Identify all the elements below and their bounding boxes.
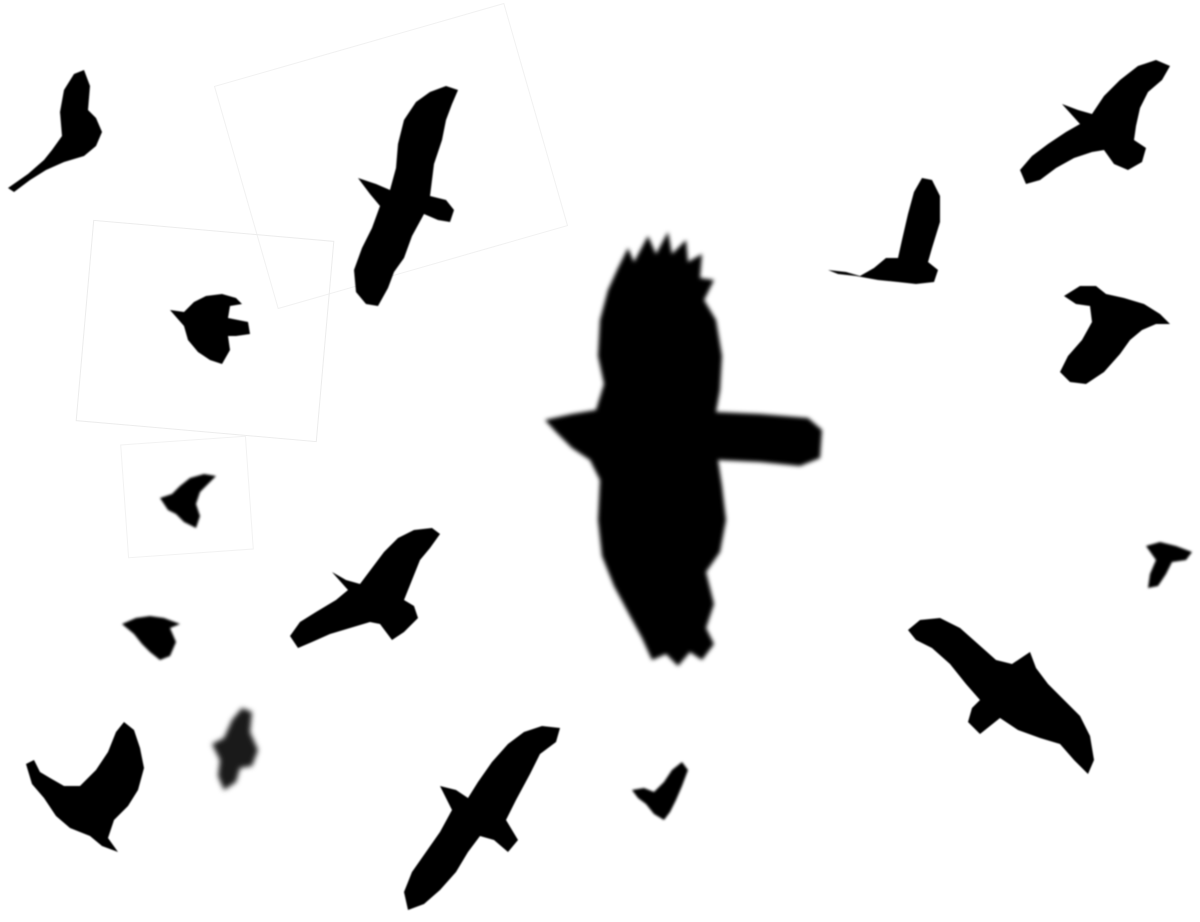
bird-right-small: [1146, 542, 1192, 588]
bird-in-frame: [170, 294, 250, 364]
bird-mid-left: [290, 528, 440, 648]
bird-bottom-center: [404, 726, 560, 910]
bird-bottom-mini: [632, 762, 688, 820]
bird-top-tall: [354, 86, 458, 306]
bird-right-rising: [828, 178, 940, 284]
bird-right-mid: [1060, 286, 1170, 384]
bird-bottom-left: [26, 722, 144, 852]
bird-left-small: [122, 616, 180, 660]
bird-small-frame: [160, 474, 216, 528]
bird-top-left: [8, 70, 102, 192]
bird-right-lower: [908, 618, 1094, 774]
bird-blurred-small: [212, 708, 258, 790]
bird-center-large: [545, 232, 822, 666]
bird-top-right: [1020, 60, 1170, 184]
